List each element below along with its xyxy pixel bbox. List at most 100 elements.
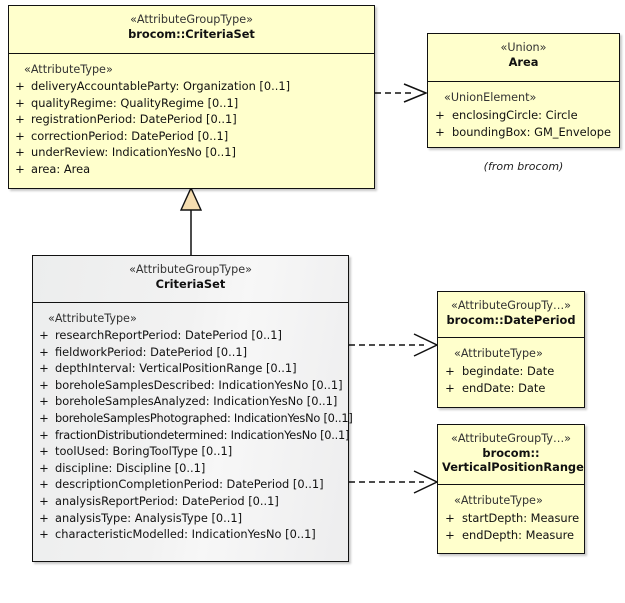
attribute-row[interactable]: + deliveryAccountableParty: Organization… [9,78,374,95]
attribute-label: startDepth: Measure [462,511,580,525]
attribute-label: boreholeSamplesPhotographed: IndicationY… [55,410,353,425]
attribute-row[interactable]: + fieldworkPeriod: DatePeriod [0..1] [33,344,348,361]
attribute-row[interactable]: + correctionPeriod: DatePeriod [0..1] [9,128,374,145]
attribute-row[interactable]: + toolUsed: BoringToolType [0..1] [33,443,348,460]
generalization-criteriaset-to-brocom-criteriaset [179,186,203,255]
visibility-marker: + [39,344,49,359]
attribute-row[interactable]: + boreholeSamplesPhotographed: Indicatio… [33,410,353,427]
attribute-label: analysisReportPeriod: DatePeriod [0..1] [55,493,279,508]
attribute-label: researchReportPeriod: DatePeriod [0..1] [55,328,282,342]
attribute-label: depthInterval: VerticalPositionRange [0.… [55,361,297,376]
visibility-marker: + [15,161,25,176]
attribute-row[interactable]: + analysisType: AnalysisType [0..1] [33,510,348,527]
class-box-area[interactable]: «Union» Area «UnionElement» + enclosingC… [427,33,620,148]
attribute-row[interactable]: + discipline: Discipline [0..1] [33,460,348,477]
hollow-triangle-arrowhead [179,186,203,211]
visibility-marker: + [445,511,455,525]
class-stereotype: «AttributeGroupType» [130,13,253,26]
attribute-label: begindate: Date [462,364,555,378]
visibility-marker: + [15,128,25,143]
attribute-row[interactable]: + boreholeSamplesDescribed: IndicationYe… [33,377,348,394]
visibility-marker: + [39,410,49,425]
attribute-label: discipline: Discipline [0..1] [55,460,206,475]
attribute-label: registrationPeriod: DatePeriod [0..1] [31,112,237,127]
attribute-row[interactable]: + enclosingCircle: Circle [428,107,619,124]
attribute-label: boundingBox: GM_Envelope [452,124,612,139]
attribute-label: boreholeSamplesAnalyzed: IndicationYesNo… [55,394,338,409]
attribute-label: qualityRegime: QualityRegime [0..1] [31,95,239,110]
class-header-area: «Union» Area [428,34,619,82]
class-box-brocom-criteriaset[interactable]: «AttributeGroupType» brocom::CriteriaSet… [8,5,375,189]
visibility-marker: + [39,444,49,459]
attribute-group-stereotype: «AttributeType» [454,494,543,507]
attribute-label: deliveryAccountableParty: Organization [… [31,79,291,93]
visibility-marker: + [39,377,49,392]
class-header-verticalpositionrange: «AttributeGroupTy…» brocom:: VerticalPos… [438,425,584,485]
class-title-line1: brocom:: [482,446,540,460]
attribute-row[interactable]: + startDepth: Measure [438,510,584,527]
attribute-row[interactable]: + characteristicModelled: IndicationYesN… [33,526,348,543]
attribute-row[interactable]: + area: Area [9,161,374,178]
attribute-group-stereotype: «AttributeType» [454,347,543,360]
open-arrowhead-to-vpr [413,470,439,494]
class-attributes-criteriaset: «AttributeType» + researchReportPeriod: … [33,303,353,551]
dependency-criteriaset-to-dateperiod [349,333,439,357]
visibility-marker: + [39,328,49,342]
visibility-marker: + [435,108,445,122]
visibility-marker: + [445,364,455,378]
visibility-marker: + [39,510,49,525]
class-stereotype: «AttributeGroupTy…» [450,299,572,312]
class-box-verticalpositionrange[interactable]: «AttributeGroupTy…» brocom:: VerticalPos… [437,424,585,554]
visibility-marker: + [445,380,455,395]
attribute-row[interactable]: + qualityRegime: QualityRegime [0..1] [9,95,374,112]
attribute-row[interactable]: + boreholeSamplesAnalyzed: IndicationYes… [33,393,348,410]
attribute-group-stereotype: «AttributeType» [48,312,137,325]
class-title: CriteriaSet [155,277,226,291]
visibility-marker: + [39,394,49,409]
attribute-label: analysisType: AnalysisType [0..1] [55,510,243,525]
class-box-criteriaset[interactable]: «AttributeGroupType» CriteriaSet «Attrib… [32,255,353,562]
class-header-dateperiod: «AttributeGroupTy…» brocom::DatePeriod [438,292,584,338]
attribute-row[interactable]: + researchReportPeriod: DatePeriod [0..1… [33,327,348,344]
class-attributes-brocom-criteriaset: «AttributeType» + deliveryAccountablePar… [9,54,374,186]
attribute-label: area: Area [31,161,91,176]
class-header-criteriaset: «AttributeGroupType» CriteriaSet [33,256,348,303]
class-box-dateperiod[interactable]: «AttributeGroupTy…» brocom::DatePeriod «… [437,291,585,408]
visibility-marker: + [15,79,25,93]
dependency-brocom-criteriaset-to-area [375,83,428,103]
attribute-row[interactable]: + underReview: IndicationYesNo [0..1] [9,144,374,161]
attribute-row[interactable]: + endDate: Date [438,380,584,397]
attribute-row[interactable]: + registrationPeriod: DatePeriod [0..1] [9,111,374,128]
attribute-label: endDate: Date [462,380,546,395]
attribute-label: enclosingCircle: Circle [452,108,578,122]
open-arrowhead-to-area [403,83,428,103]
attribute-row[interactable]: + descriptionCompletionPeriod: DatePerio… [33,476,348,493]
visibility-marker: + [39,493,49,508]
visibility-marker: + [39,460,49,475]
visibility-marker: + [15,95,25,110]
visibility-marker: + [435,124,445,139]
class-title: brocom::DatePeriod [446,313,576,327]
visibility-marker: + [39,477,49,492]
attribute-group-stereotype: «AttributeType» [24,63,113,76]
visibility-marker: + [15,145,25,160]
class-header-brocom-criteriaset: «AttributeGroupType» brocom::CriteriaSet [9,6,374,54]
class-stereotype: «Union» [500,41,547,54]
attribute-row[interactable]: + boundingBox: GM_Envelope [428,124,619,141]
visibility-marker: + [15,112,25,127]
visibility-marker: + [39,361,49,376]
attribute-row[interactable]: + endDepth: Measure [438,527,584,544]
attribute-row[interactable]: + fractionDistributiondetermined: Indica… [33,427,350,444]
attribute-row[interactable]: + analysisReportPeriod: DatePeriod [0..1… [33,493,348,510]
attribute-row[interactable]: + begindate: Date [438,363,584,380]
package-origin-note-area: (from brocom) [483,160,564,173]
visibility-marker: + [39,427,49,442]
dependency-criteriaset-to-verticalpositionrange [349,470,439,494]
attribute-label: fractionDistributiondetermined: Indicati… [55,427,350,442]
class-title: brocom::CriteriaSet [128,27,255,41]
attribute-group-stereotype: «UnionElement» [444,91,537,104]
class-stereotype: «AttributeGroupTy…» [450,432,572,445]
attribute-row[interactable]: + depthInterval: VerticalPositionRange [… [33,360,348,377]
attribute-label: descriptionCompletionPeriod: DatePeriod … [55,477,324,492]
